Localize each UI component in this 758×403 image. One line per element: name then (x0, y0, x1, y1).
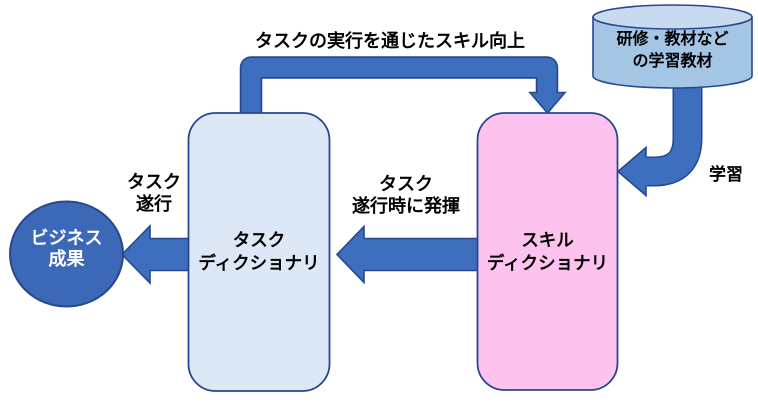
skill-demonstration-label-line1: タスク (379, 174, 433, 194)
task-dictionary-node (187, 112, 331, 392)
business-outcome-label-line1: ビジネス (30, 227, 103, 248)
task-dictionary-label-line2: ディクショナリ (198, 253, 320, 273)
task-dictionary-label: タスク ディクショナリ (188, 113, 330, 391)
learning-arrow-label: 学習 (709, 165, 743, 184)
skill-dictionary-node (476, 112, 619, 391)
task-execution-label-line2: 遂行 (136, 194, 172, 214)
skill-improvement-arrow-label: タスクの実行を通じたスキル向上 (255, 31, 525, 51)
learning-materials-label-line1: 研修・教材など (616, 31, 729, 48)
skill-improvement-arrow (239, 56, 567, 116)
task-execution-arrow (120, 224, 191, 285)
business-outcome-label: ビジネス 成果 (10, 196, 123, 301)
business-outcome-label-line2: 成果 (48, 248, 85, 269)
skill-demonstration-label-line2: 遂行時に発揮 (352, 196, 460, 216)
skill-dictionary-label: スキル ディクショナリ (477, 113, 618, 390)
task-dictionary-label-line1: タスク (232, 230, 286, 250)
skill-dictionary-label-line2: ディクショナリ (486, 252, 609, 273)
skill-dictionary-label-line1: スキル (521, 229, 574, 250)
learning-materials-cylinder (592, 4, 753, 89)
task-execution-label-line1: タスク (127, 172, 181, 192)
skill-demonstration-arrow (335, 224, 479, 285)
task-execution-arrow-label: タスク 遂行 (110, 171, 198, 215)
learning-arrow (616, 82, 703, 198)
skill-demonstration-arrow-label: タスク 遂行時に発揮 (316, 173, 496, 217)
learning-materials-label-line2: の学習教材 (632, 53, 713, 70)
business-outcome-node (9, 200, 124, 308)
learning-materials-label: 研修・教材など の学習教材 (593, 22, 752, 80)
